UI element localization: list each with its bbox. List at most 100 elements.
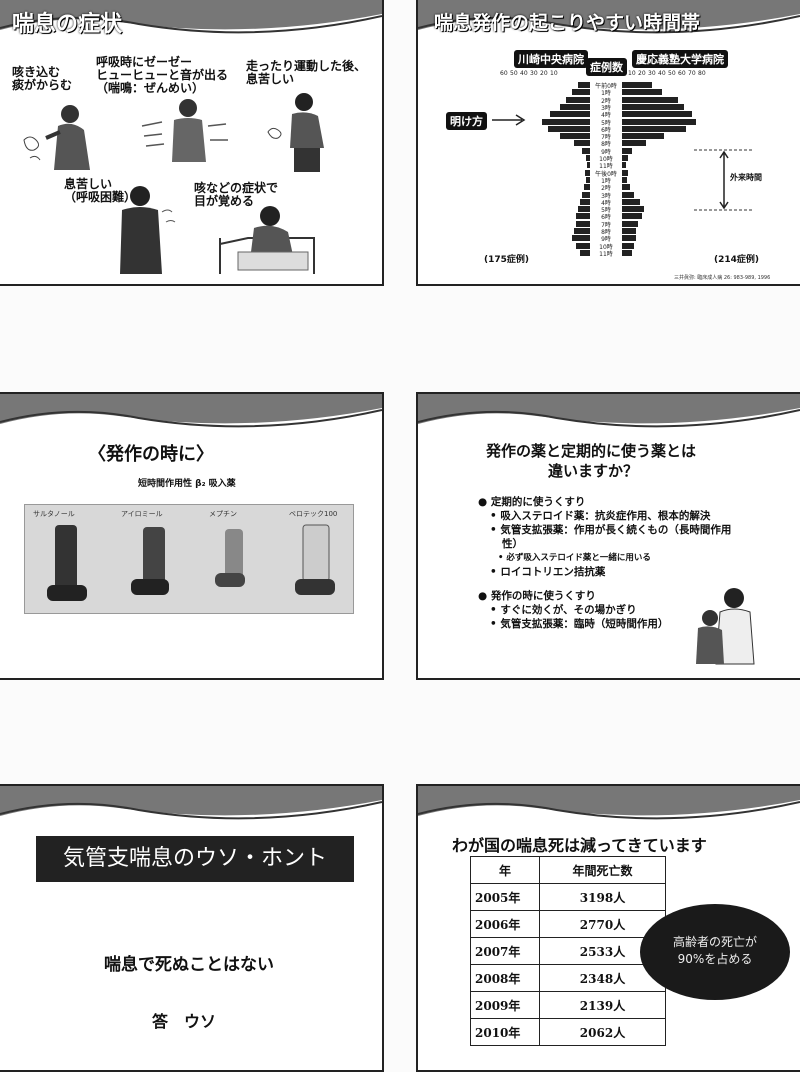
bar-right xyxy=(622,228,636,234)
row-year: 2009年 xyxy=(470,991,540,1019)
hour-label: 5時 xyxy=(601,207,611,215)
left-hospital-label: 川崎中央病院 xyxy=(514,50,588,68)
hour-label: 8時 xyxy=(601,141,611,149)
slide-header-swoosh xyxy=(0,786,382,820)
col-header-year: 年 xyxy=(470,856,540,884)
bar-left xyxy=(578,82,590,88)
hour-label: 9時 xyxy=(601,148,611,156)
dawn-arrow xyxy=(492,114,526,126)
clinic-hours-bracket xyxy=(694,149,754,211)
exercising-woman-illustration xyxy=(267,93,324,172)
right-hospital-label: 慶応義塾大学病院 xyxy=(632,50,728,68)
bar-left xyxy=(584,184,590,191)
right-tick-label: 10 xyxy=(628,70,636,77)
dawn-label: 明け方 xyxy=(446,112,487,130)
elderly-note-bubble: 高齢者の死亡が 90%を占める xyxy=(640,904,790,1000)
slide-header-swoosh xyxy=(418,0,800,34)
hour-label: 1時 xyxy=(601,90,611,98)
bullet-item: ● 定期的に使うくすり xyxy=(478,496,586,508)
row-year: 2007年 xyxy=(470,937,540,965)
bullet-item: • 吸入ステロイド薬：抗炎症作用、根本的解決 xyxy=(490,510,711,522)
doctor-child-illustration xyxy=(696,588,755,665)
row-deaths: 2062人 xyxy=(539,1018,666,1046)
bar-left xyxy=(572,235,590,242)
hour-label: 8時 xyxy=(601,229,611,236)
bar-right xyxy=(622,184,630,191)
myth-statement: 喘息で死ぬことはない xyxy=(104,955,274,975)
bar-right xyxy=(622,111,692,118)
right-tick-label: 60 xyxy=(678,70,686,77)
wheezing-man-illustration xyxy=(141,99,228,162)
center-axis-label: 症例数 xyxy=(586,58,627,76)
right-tick-label: 40 xyxy=(658,70,666,77)
bar-left xyxy=(548,125,590,132)
slide-myth-truth: 気管支喘息のウソ・ホント 喘息で死ぬことはない 答 ウソ xyxy=(0,784,384,1072)
left-tick-label: 20 xyxy=(540,70,548,77)
coughing-woman-illustration xyxy=(23,105,90,170)
symptom-label-cough: 咳き込む痰がからむ xyxy=(12,65,73,92)
bubble-line1: 高齢者の死亡が xyxy=(672,935,757,949)
right-tick-label: 70 xyxy=(688,70,696,77)
bullet-item: • 必ず吸入ステロイド薬と一緒に用いる xyxy=(498,553,651,563)
bar-left xyxy=(572,89,590,96)
bullet-item: 性） xyxy=(502,538,523,550)
bar-right xyxy=(622,213,642,220)
row-year: 2010年 xyxy=(470,1018,540,1046)
symptom-label-dyspnea: 息苦しい（呼吸困難） xyxy=(64,177,137,204)
col-header-deaths: 年間死亡数 xyxy=(539,856,666,884)
left-tick-label: 50 xyxy=(510,70,518,77)
bar-right xyxy=(622,82,652,88)
bullet-item: ● 発作の時に使うくすり xyxy=(478,590,596,602)
slide-title: わが国の喘息死は減ってきています xyxy=(452,836,707,855)
hour-label: 午後0時 xyxy=(595,170,617,178)
product-name-salbutamol: サルタノール xyxy=(33,510,75,518)
bar-left xyxy=(582,191,590,198)
slide-title-line2: 違いますか？ xyxy=(548,462,639,480)
bullet-item: • すぐに効くが、その場かぎり xyxy=(490,604,637,616)
bar-left xyxy=(576,242,590,249)
slide-header-swoosh xyxy=(418,394,800,428)
source-citation: 三井眞弥: 臨床成人病 26: 983-989, 1996 xyxy=(674,275,771,281)
bar-right xyxy=(622,103,684,110)
slide-title: 〈発作の時に〉 xyxy=(88,444,214,465)
row-year: 2005年 xyxy=(470,883,540,911)
bar-left xyxy=(586,155,590,161)
row-deaths: 3198人 xyxy=(539,883,666,911)
bar-left xyxy=(582,147,590,154)
symptom-label-wheeze: 呼吸時にゼーゼーヒューヒューと音が出る（喘鳴：ぜんめい） xyxy=(96,55,229,95)
bubble-line2: 90%を占める xyxy=(677,952,753,966)
bar-left xyxy=(576,213,590,220)
slide-medicine-difference: 発作の薬と定期的に使う薬とは 違いますか？ ● 定期的に使うくすり • 吸入ステロ… xyxy=(416,392,800,680)
product-name-meptin: メプチン xyxy=(209,510,237,518)
product-name-airomir: アイロミール xyxy=(121,510,163,518)
slide-title-line1: 発作の薬と定期的に使う薬とは xyxy=(486,442,697,460)
left-tick-label: 60 xyxy=(500,70,508,77)
bar-right xyxy=(622,162,626,169)
inhaler-photo: サルタノール アイロミール メプチン ベロテック100 xyxy=(24,504,354,614)
hour-label: 7時 xyxy=(601,134,611,142)
symptom-label-night: 咳などの症状で目が覚める xyxy=(194,181,279,208)
row-year: 2008年 xyxy=(470,964,540,992)
bar-left xyxy=(585,169,590,176)
bar-right xyxy=(622,191,634,198)
bar-right xyxy=(622,96,678,103)
symptom-label-exercise: 走ったり運動した後、息苦しい xyxy=(246,59,367,86)
bar-left xyxy=(587,162,590,169)
left-case-count: (175症例) xyxy=(484,255,530,265)
myth-truth-banner: 気管支喘息のウソ・ホント xyxy=(36,836,354,882)
hour-label: 2時 xyxy=(601,97,611,105)
bar-left xyxy=(580,198,590,205)
bar-left xyxy=(542,118,590,125)
row-deaths: 2139人 xyxy=(539,991,666,1019)
slide-header-swoosh xyxy=(0,0,382,34)
bar-right xyxy=(622,125,686,132)
hour-label: 10時 xyxy=(599,156,613,163)
clinic-hours-label: 外来時間 xyxy=(730,173,762,182)
